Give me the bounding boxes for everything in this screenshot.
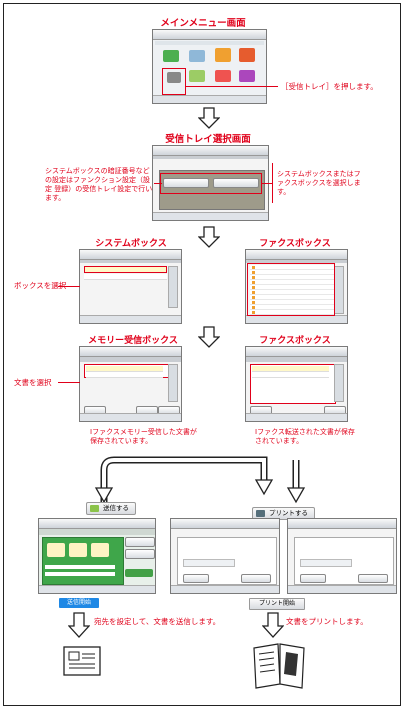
print-screen-2 [287, 518, 397, 594]
title-main-menu: メインメニュー画面 [160, 18, 246, 29]
settings-icon [215, 70, 231, 82]
note-system-settings: システムボックスの暗証番号などの設定はファンクション設定（設定 登録）の受信トレ… [45, 167, 153, 202]
list-item[interactable] [84, 274, 167, 280]
print-screen-1 [170, 518, 280, 594]
fax-box-button[interactable] [213, 178, 259, 188]
send-icon [189, 50, 205, 62]
title-fax-box-1: ファクスボックス [259, 239, 331, 249]
send-icon [90, 505, 99, 512]
title-system-box-1: システムボックス [95, 239, 167, 249]
label-select-doc: 文書を選択 [14, 378, 52, 387]
title-memory-box: メモリー受信ボックス [88, 336, 178, 346]
fax-box-screen [245, 249, 348, 324]
fax-icon [189, 70, 205, 82]
copy-icon [163, 50, 179, 62]
print-button-label: プリントする [269, 509, 308, 517]
print-button-tag[interactable]: プリントする [252, 507, 315, 520]
note-fax-memory-saved: Iファクスメモリー受信した文書が保存されています。 [90, 428, 197, 445]
box-choice-highlight [160, 173, 262, 194]
start-print-button[interactable]: プリント開始 [249, 598, 305, 610]
fax-box-list[interactable] [250, 265, 334, 315]
send-button-label: 送信する [103, 504, 129, 512]
send-button-tag[interactable]: 送信する [86, 502, 136, 515]
print-icon [256, 510, 265, 517]
note-send-desc: 宛先を設定して、文書を送信します。 [94, 617, 221, 626]
branch-arrows [94, 456, 306, 504]
start-send-button[interactable]: 送信開始 [59, 598, 99, 608]
list-item[interactable] [84, 266, 167, 273]
fax-doc-screen [245, 346, 348, 422]
fax-output-icon [63, 646, 101, 676]
diagram-frame [3, 3, 401, 706]
memory-box-screen [79, 346, 182, 422]
scrollbar[interactable] [168, 266, 178, 308]
flow-arrow-3 [198, 326, 220, 348]
note-press-inbox: ［受信トレイ］を押します。 [281, 82, 378, 91]
scrollbar[interactable] [334, 266, 344, 314]
scan-icon [239, 48, 255, 62]
system-box-screen [79, 249, 182, 324]
title-inbox-select: 受信トレイ選択画面 [165, 134, 251, 145]
box-icon [215, 48, 231, 62]
flow-arrow-2 [198, 226, 220, 248]
note-print-desc: 文書をプリントします。 [286, 617, 368, 626]
fax-box-highlight [247, 263, 335, 316]
title-fax-box-2: ファクスボックス [259, 336, 331, 346]
inbox-icon[interactable] [167, 72, 181, 83]
send-screen [38, 518, 156, 594]
note-fax-forward-saved: Iファクス転送された文書が保存されています。 [255, 428, 355, 445]
system-box-button[interactable] [163, 178, 209, 188]
fax-box-screen-wrap [245, 249, 348, 324]
inbox-highlight [162, 68, 186, 95]
label-select-box: ボックスを選択 [14, 281, 67, 290]
main-menu-screen [152, 29, 267, 104]
note-select-system-or-fax: システムボックスまたはファクスボックスを選択します。 [277, 170, 361, 196]
printed-document-icon [253, 643, 305, 689]
web-icon [239, 70, 255, 82]
flow-arrow-1 [198, 107, 220, 129]
flow-arrow-print [262, 612, 284, 638]
flow-arrow-send [68, 612, 90, 638]
